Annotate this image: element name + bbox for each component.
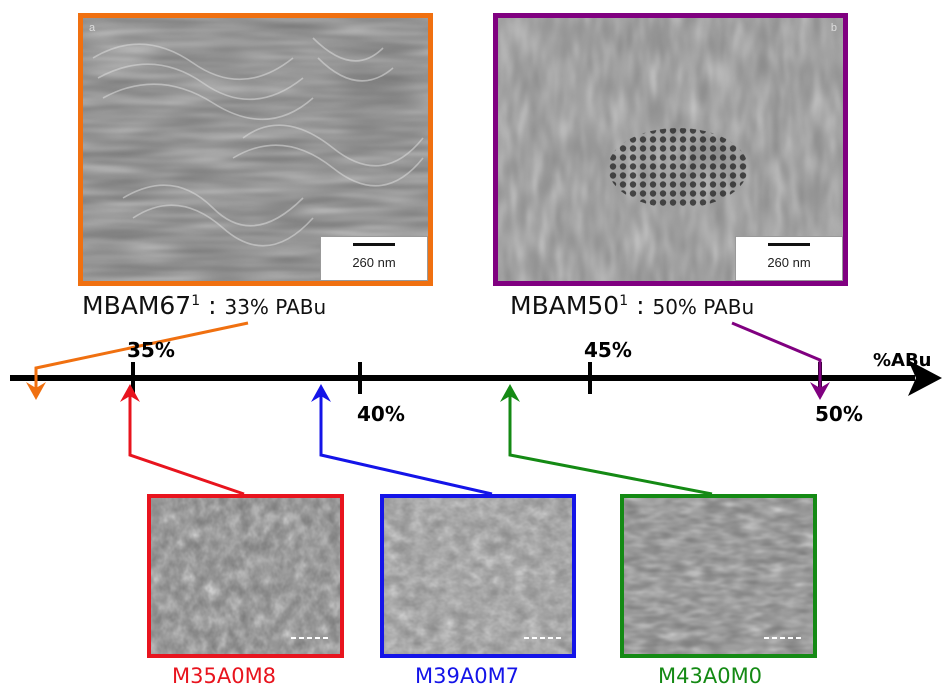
scale-bar-mbam50: 260 nm bbox=[735, 236, 843, 281]
micrograph-corner-letter-b: b bbox=[830, 22, 837, 34]
scale-bar-mbam67: 260 nm bbox=[320, 236, 428, 281]
axis-title: %ABu bbox=[873, 350, 932, 371]
arrowhead-m43a0m0 bbox=[500, 384, 520, 402]
label-mbam50-fraction: 50% PABu bbox=[652, 295, 755, 319]
scale-bar-text: 260 nm bbox=[352, 255, 396, 270]
connector-mbam50 bbox=[731, 321, 822, 392]
micrograph-m43a0m0-texture bbox=[624, 498, 813, 654]
tick-label-40: 40% bbox=[357, 402, 405, 426]
label-mbam50-sample: MBAM50 bbox=[510, 291, 620, 320]
scale-bar-text: 260 nm bbox=[767, 255, 811, 270]
micrograph-m35a0m8 bbox=[147, 494, 344, 658]
micrograph-m39a0m7-texture bbox=[384, 498, 572, 654]
micrograph-mbam50: b 260 nm bbox=[493, 13, 848, 286]
label-m39a0m7: M39A0M7 bbox=[415, 664, 520, 688]
connector-mbam67 bbox=[34, 321, 249, 392]
label-mbam67: MBAM671 : 33% PABu bbox=[82, 291, 326, 320]
arrowhead-m35a0m8 bbox=[120, 384, 140, 402]
scale-bar-line bbox=[352, 243, 396, 246]
micrograph-m43a0m0 bbox=[620, 494, 817, 658]
micrograph-corner-letter-a: a bbox=[89, 22, 96, 34]
label-mbam50-sep: : bbox=[628, 291, 653, 320]
tick-label-45: 45% bbox=[584, 338, 632, 362]
label-mbam67-sep: : bbox=[200, 291, 225, 320]
connector-m35a0m8 bbox=[128, 392, 245, 496]
connector-m39a0m7 bbox=[319, 392, 493, 496]
label-m35a0m8: M35A0M8 bbox=[172, 664, 277, 688]
tick-label-35: 35% bbox=[127, 338, 175, 362]
scale-bar-line bbox=[767, 243, 811, 246]
micrograph-m35a0m8-texture bbox=[151, 498, 340, 654]
label-mbam67-ref: 1 bbox=[191, 293, 201, 309]
label-mbam50: MBAM501 : 50% PABu bbox=[510, 291, 754, 320]
label-mbam67-fraction: 33% PABu bbox=[224, 295, 327, 319]
label-mbam67-sample: MBAM67 bbox=[82, 291, 192, 320]
label-mbam50-ref: 1 bbox=[619, 293, 629, 309]
arrowhead-mbam50 bbox=[810, 382, 830, 400]
micrograph-mbam67: a 260 nm bbox=[78, 13, 433, 286]
micrograph-m39a0m7 bbox=[380, 494, 576, 658]
arrowhead-mbam67 bbox=[26, 382, 46, 400]
arrowhead-m39a0m7 bbox=[311, 384, 331, 402]
connector-m43a0m0 bbox=[508, 392, 713, 496]
label-m43a0m0: M43A0M0 bbox=[658, 664, 763, 688]
tick-label-50: 50% bbox=[815, 402, 863, 426]
axis-arrowhead bbox=[908, 360, 942, 396]
